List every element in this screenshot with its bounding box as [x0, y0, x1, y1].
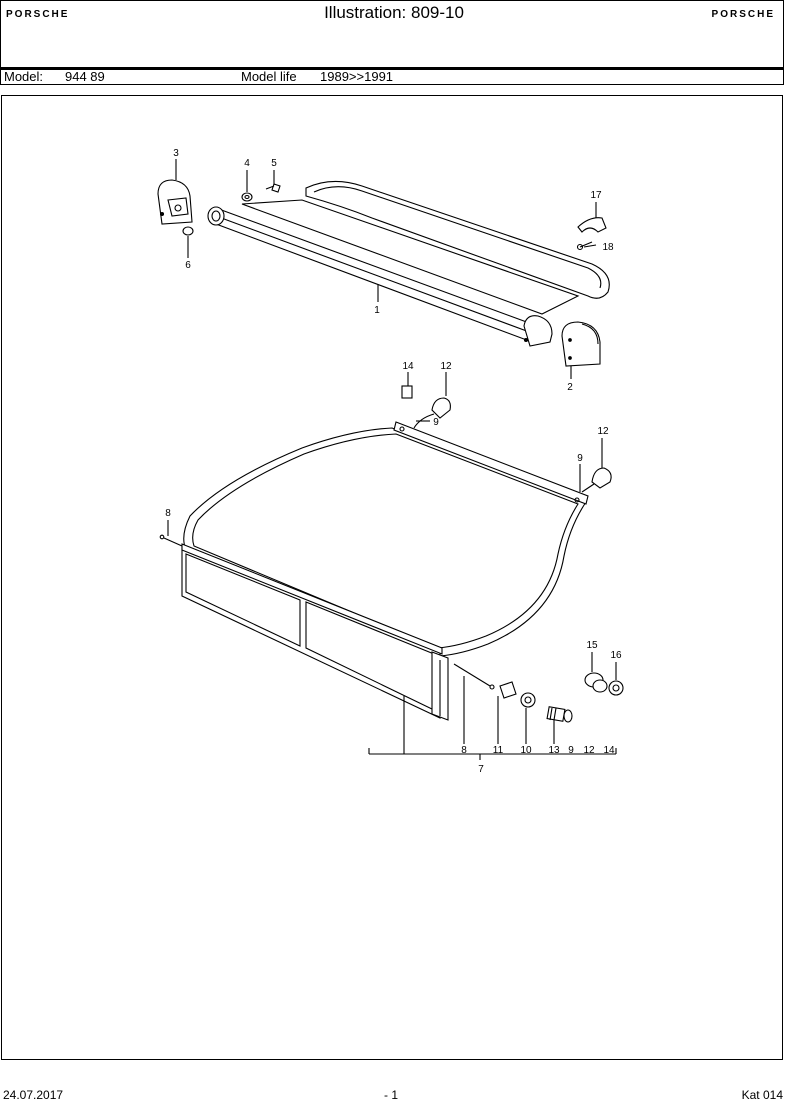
- hook-part-12b: [591, 467, 612, 489]
- callout-5: 5: [271, 158, 277, 169]
- callout-8a: 8: [165, 508, 171, 519]
- callout-3: 3: [173, 148, 179, 159]
- callout-9b: 9: [577, 453, 583, 464]
- page-title: Illustration: 809-10: [324, 3, 464, 22]
- callout-15: 15: [586, 640, 598, 651]
- callout-1: 1: [374, 305, 380, 316]
- callout-bottom-14: 14: [603, 745, 615, 756]
- brand-logo-left: PORSCHE: [6, 9, 70, 20]
- luggage-cover-assembly: [159, 421, 589, 721]
- parts-illustration: 3 4 5 6 1 2 17 18 14 12 9 12 9 8 15 16 8…: [1, 95, 783, 1060]
- callout-14a: 14: [402, 361, 414, 372]
- callout-4: 4: [244, 158, 250, 169]
- callout-6: 6: [185, 260, 191, 271]
- clip-part-14: [401, 385, 413, 399]
- left-bracket-part: [157, 179, 193, 225]
- model-life-label: Model life: [241, 69, 297, 84]
- brand-logo-right: PORSCHE: [711, 9, 775, 20]
- screw-part: [265, 183, 281, 193]
- callout-bottom-11: 11: [493, 745, 504, 756]
- callout-12b: 12: [597, 426, 609, 437]
- callout-17: 17: [590, 190, 602, 201]
- footer-catalog-id: Kat 014: [741, 1088, 783, 1102]
- model-life-value: 1989>>1991: [320, 69, 394, 84]
- model-label: Model:: [4, 69, 44, 84]
- callout-16: 16: [610, 650, 622, 661]
- callout-9a: 9: [433, 417, 439, 428]
- footer-date: 24.07.2017: [3, 1088, 64, 1102]
- callout-12a: 12: [440, 361, 452, 372]
- callout-bottom-12: 12: [583, 745, 595, 756]
- callout-bottom-13: 13: [548, 745, 560, 756]
- callout-7: 7: [478, 764, 484, 775]
- callout-bottom-8: 8: [461, 745, 467, 756]
- header: PORSCHE Illustration: 809-10 PORSCHE: [0, 0, 784, 68]
- clip-part: [577, 217, 607, 233]
- roller-blind-assembly: [207, 180, 610, 347]
- right-cap-part: [561, 321, 601, 367]
- callout-18: 18: [602, 242, 614, 253]
- model-info-row: Model: 944 89 Model life 1989>>1991: [0, 68, 784, 85]
- footer-page-number: - 1: [384, 1088, 399, 1102]
- end-fitting-parts: [499, 672, 624, 723]
- washer-part: [241, 192, 253, 202]
- callout-bottom-9: 9: [568, 745, 574, 756]
- callout-bottom-10: 10: [520, 745, 532, 756]
- exploded-view-drawing: 3 4 5 6 1 2 17 18 14 12 9 12 9 8 15 16 8…: [157, 148, 624, 775]
- callout-2: 2: [567, 382, 573, 393]
- washer-part-6: [182, 226, 194, 236]
- hook-part-12a: [431, 397, 451, 419]
- model-value: 944 89: [65, 69, 105, 84]
